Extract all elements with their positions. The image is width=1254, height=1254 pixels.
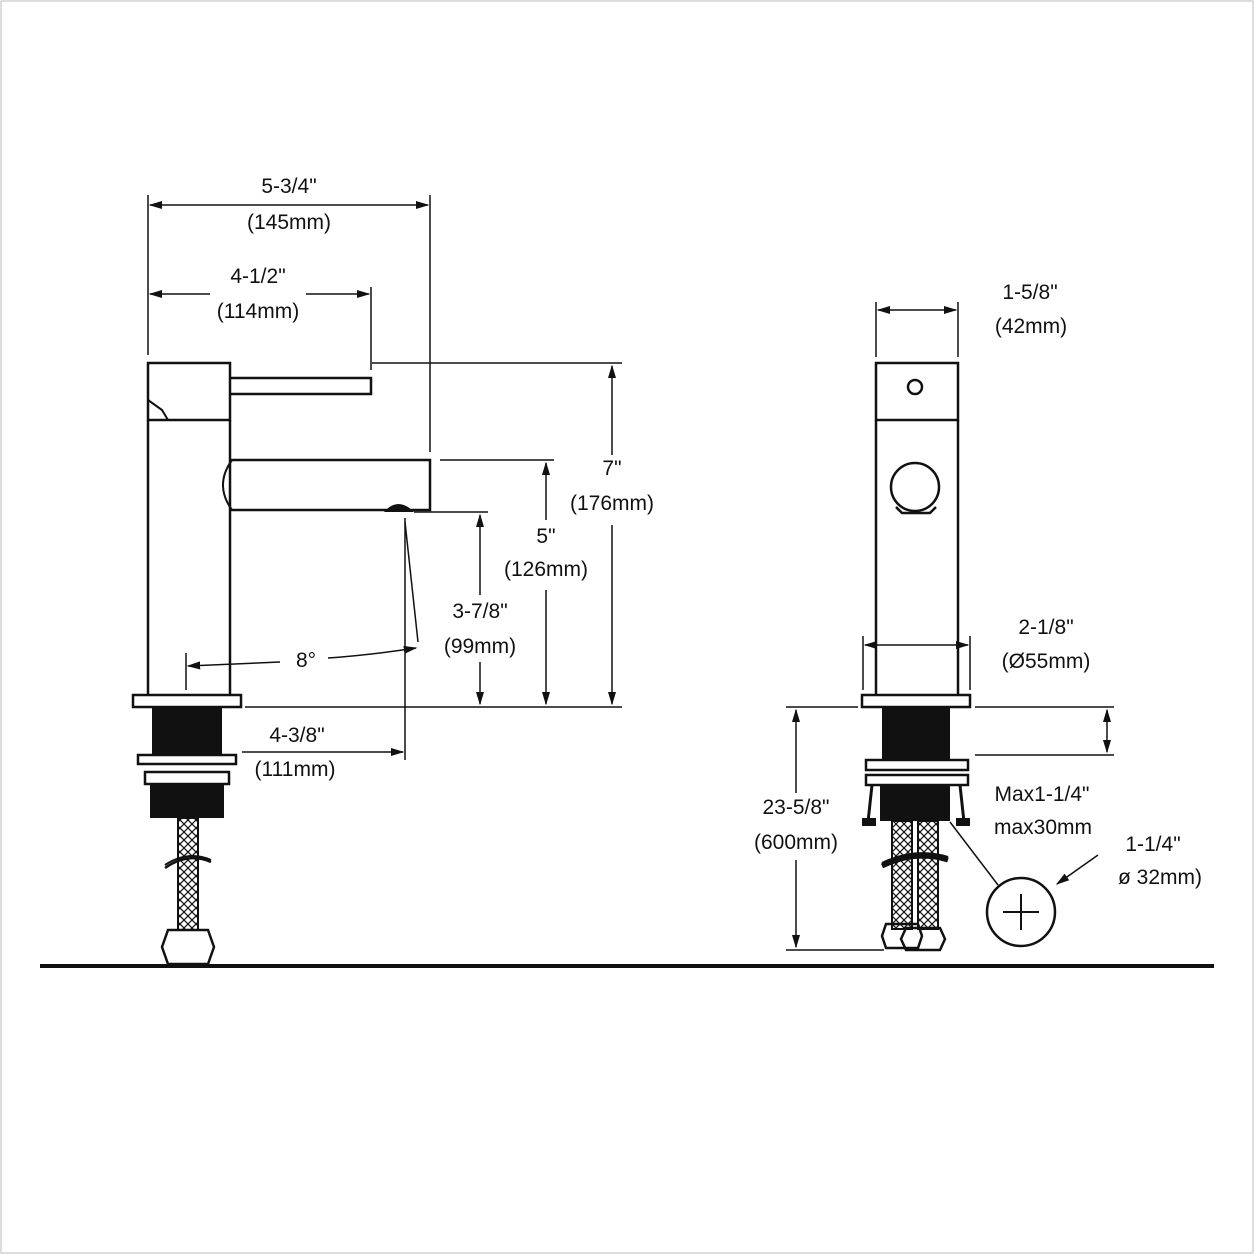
front-hose-left: [891, 820, 913, 930]
front-washer: [864, 758, 970, 772]
dim-top-width-in: 1-5/8": [1002, 281, 1057, 304]
washer: [136, 753, 238, 766]
front-hose-nut-left: [880, 922, 924, 950]
dim-base-diameter-in: 2-1/8": [1018, 616, 1073, 639]
front-hose-nut-right: [899, 926, 947, 952]
hole-center-cross: [1003, 894, 1039, 930]
base-plate: [131, 693, 243, 709]
dim-deck-thickness-line1: Max1-1/4": [995, 783, 1090, 806]
dim-handle-reach-mm: (114mm): [217, 300, 299, 323]
side-view: 5-3/4" (145mm) 4-1/2" (114mm) 7" (176mm)…: [131, 175, 654, 966]
front-shank: [882, 707, 950, 759]
spout-front-circle: [889, 461, 941, 513]
dim-spout-reach-in: 4-3/8": [269, 724, 324, 747]
front-mount-nut: [880, 785, 950, 821]
mounting-hole-circle: [985, 876, 1057, 948]
dim-hose-length-in: 23-5/8": [763, 796, 830, 819]
front-mount-plate: [864, 773, 970, 787]
dim-hole-diameter-mm: ø 32mm): [1118, 866, 1202, 889]
handle-cap-icon: [906, 378, 924, 396]
hole-leader-line: [949, 821, 999, 886]
mount-nut: [150, 784, 224, 818]
dim-hole-diameter-in: 1-1/4": [1125, 833, 1180, 856]
dim-outlet-height-mm: (99mm): [444, 635, 516, 658]
dim-handle-reach-in: 4-1/2": [230, 265, 285, 288]
front-hose-right: [917, 820, 939, 930]
mount-studs: [866, 784, 966, 823]
aerator-front: [895, 506, 937, 515]
front-view: 1-5/8" (42mm) 2-1/8" (Ø55mm) 23-5/8" (60…: [754, 281, 1202, 952]
faucet-body: [146, 420, 232, 695]
dim-top-width-mm: (42mm): [995, 315, 1067, 338]
dim-overall-width-mm: (145mm): [247, 211, 331, 234]
dim-deck-thickness-line2: max30mm: [994, 816, 1092, 839]
front-base-plate: [860, 693, 972, 709]
spout-joint: [222, 459, 233, 511]
front-hose-break-mark: [881, 852, 949, 864]
aerator: [384, 504, 414, 512]
dim-total-height-in: 7": [602, 457, 621, 480]
dim-overall-width-in: 5-3/4": [261, 175, 316, 198]
dim-spout-reach-mm: (111mm): [255, 758, 336, 781]
spout: [230, 458, 432, 512]
handle-chamfer: [147, 399, 169, 421]
braided-hose: [177, 817, 199, 931]
handle-lever: [230, 376, 373, 396]
dim-spout-height-mm: (126mm): [504, 558, 588, 581]
mount-plate: [143, 770, 231, 786]
dim-outlet-height-in: 3-7/8": [452, 600, 507, 623]
hose-nut: [160, 928, 216, 966]
threaded-shank: [152, 707, 222, 755]
handle-block: [146, 361, 232, 422]
hose-break-mark: [164, 855, 212, 866]
dim-angle-arc: [327, 645, 418, 659]
dim-spout-height-in: 5": [536, 525, 555, 548]
hose-break-gap: [164, 856, 212, 870]
front-handle-block: [874, 361, 960, 422]
front-body: [874, 420, 960, 695]
dim-angle: 8°: [296, 649, 316, 672]
dim-base-diameter-mm: (Ø55mm): [1002, 650, 1091, 673]
dim-hose-length-mm: (600mm): [754, 831, 838, 854]
dim-total-height-mm: (176mm): [570, 492, 654, 515]
